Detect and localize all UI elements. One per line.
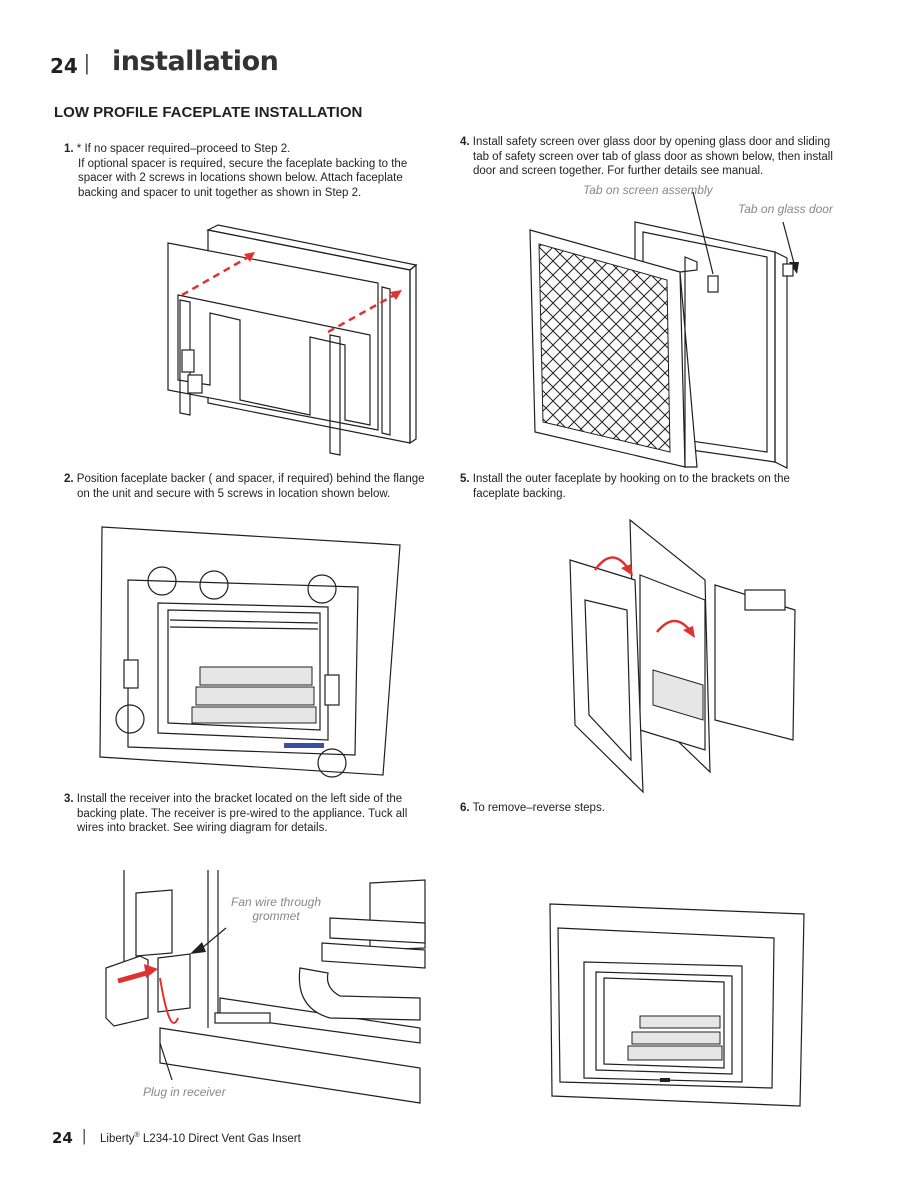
step-text: Position faceplate backer ( and spacer, … xyxy=(76,473,425,500)
figure-spacer-backing xyxy=(167,224,418,456)
step-4: 4. Install safety screen over glass door… xyxy=(460,135,838,179)
product-rest: L234-10 Direct Vent Gas Insert xyxy=(139,1132,301,1145)
figure-finished-install xyxy=(549,903,805,1107)
step-text: Install safety screen over glass door by… xyxy=(472,136,833,178)
step-5: 5. Install the outer faceplate by hookin… xyxy=(460,472,838,501)
figure-receiver xyxy=(105,870,426,1104)
callout-fan-wire: Fan wire through grommet xyxy=(230,895,322,923)
figure-outer-faceplate xyxy=(569,518,796,794)
figure-faceplate-backer xyxy=(99,526,401,778)
step-1: 1. * If no spacer required–proceed to St… xyxy=(64,142,424,200)
product-name: Liberty xyxy=(100,1132,135,1145)
step-text: Install the outer faceplate by hooking o… xyxy=(472,473,790,500)
step-number: 5. xyxy=(460,473,470,485)
step-number: 1. xyxy=(64,143,74,155)
header-separator: | xyxy=(84,50,90,75)
step-number: 2. xyxy=(64,473,74,485)
page-number: 24 xyxy=(50,54,78,78)
step-number: 3. xyxy=(64,793,74,805)
step-text: Install the receiver into the bracket lo… xyxy=(76,793,408,835)
section-title: LOW PROFILE FACEPLATE INSTALLATION xyxy=(54,104,363,121)
step-3: 3. Install the receiver into the bracket… xyxy=(64,792,430,836)
page-title: installation xyxy=(112,46,279,77)
callout-plug-receiver: Plug in receiver xyxy=(143,1085,226,1099)
step-text: To remove–reverse steps. xyxy=(472,802,605,814)
figure-safety-screen xyxy=(529,191,799,469)
step-text: If optional spacer is required, secure t… xyxy=(78,157,408,199)
registered-mark: ® xyxy=(134,1132,140,1139)
footer-page-number: 24 xyxy=(52,1129,73,1147)
step-6: 6. To remove–reverse steps. xyxy=(460,801,838,816)
footer-separator: | xyxy=(82,1126,87,1145)
footer-product: Liberty® L234-10 Direct Vent Gas Insert xyxy=(100,1132,301,1145)
step-number: 6. xyxy=(460,802,470,814)
callout-tab-screen: Tab on screen assembly xyxy=(583,183,713,197)
step-number: 4. xyxy=(460,136,470,148)
step-text: * If no spacer required–proceed to Step … xyxy=(76,143,291,155)
callout-tab-glass: Tab on glass door xyxy=(738,202,833,216)
step-2: 2. Position faceplate backer ( and space… xyxy=(64,472,440,501)
